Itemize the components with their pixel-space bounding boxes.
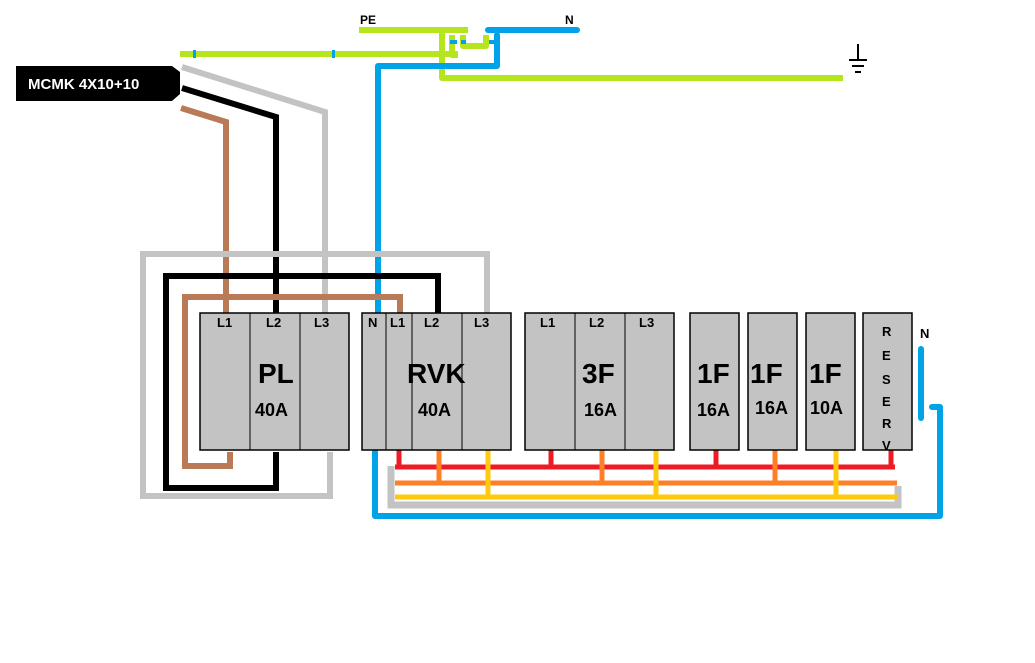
l1-wire — [180, 105, 229, 318]
marker — [332, 50, 335, 58]
reserv-letter: S — [882, 372, 891, 387]
terminal-label: L1 — [540, 315, 555, 330]
marker — [193, 50, 196, 58]
reserv-letter: E — [882, 394, 891, 409]
neutral-wires — [372, 27, 943, 519]
terminal-label: L1 — [390, 315, 405, 330]
terminal-label: L2 — [424, 315, 439, 330]
terminal-label: L3 — [639, 315, 654, 330]
n-label-right: N — [920, 326, 929, 341]
terminal-label: L2 — [589, 315, 604, 330]
cable-label: MCMK 4X10+10 — [16, 66, 180, 101]
module-name: RVK — [407, 358, 466, 389]
module-rating: 40A — [255, 400, 288, 420]
pe-wire — [460, 35, 489, 49]
pe-wire — [439, 32, 843, 81]
terminal-label: L1 — [217, 315, 232, 330]
module-rvk: N L1 L2 L3 RVK 40A — [361, 312, 512, 451]
reserv-letter: R — [882, 324, 892, 339]
module-rating: 16A — [755, 398, 788, 418]
module-1f-a: 1F 16A — [689, 312, 740, 451]
pe-wires — [180, 27, 843, 81]
neutral-wire — [372, 404, 943, 519]
pe-label: PE — [360, 13, 376, 27]
module-pl: L1 L2 L3 PL 40A — [199, 312, 350, 451]
module-name: 1F — [809, 358, 842, 389]
module-name: PL — [258, 358, 294, 389]
pe-markers — [193, 40, 494, 58]
terminal-label: N — [368, 315, 377, 330]
module-1f-b: 1F 16A — [747, 312, 798, 451]
marker — [489, 40, 494, 44]
module-rating: 16A — [584, 400, 617, 420]
pe-grey-busbar — [387, 466, 902, 509]
cable-label-text: MCMK 4X10+10 — [28, 76, 139, 93]
module-name: 3F — [582, 358, 615, 389]
phase-wires — [140, 64, 490, 499]
earth-ground-icon — [849, 44, 867, 73]
module-name: 1F — [697, 358, 730, 389]
module-rating: 40A — [418, 400, 451, 420]
neutral-wire — [375, 32, 500, 321]
marker — [461, 40, 466, 44]
module-reserv: R E S E R V — [862, 312, 913, 453]
l2-loop-wire — [163, 273, 441, 491]
module-rating: 10A — [810, 398, 843, 418]
module-rating: 16A — [697, 400, 730, 420]
l3-wire — [181, 64, 328, 318]
module-name: 1F — [750, 358, 783, 389]
l1-loop-wire — [182, 294, 403, 469]
module-1f-c: 1F 10A — [805, 312, 856, 451]
reserv-letter: R — [882, 416, 892, 431]
n-label-top: N — [565, 13, 574, 27]
terminal-label: L3 — [474, 315, 489, 330]
terminal-label: L2 — [266, 315, 281, 330]
reserv-letter: E — [882, 348, 891, 363]
reserv-letter: V — [882, 438, 891, 453]
marker — [450, 40, 457, 44]
terminal-label: L3 — [314, 315, 329, 330]
l3-loop-wire — [140, 251, 490, 499]
module-3f: L1 L2 L3 3F 16A — [524, 312, 675, 451]
busbars — [387, 450, 902, 509]
